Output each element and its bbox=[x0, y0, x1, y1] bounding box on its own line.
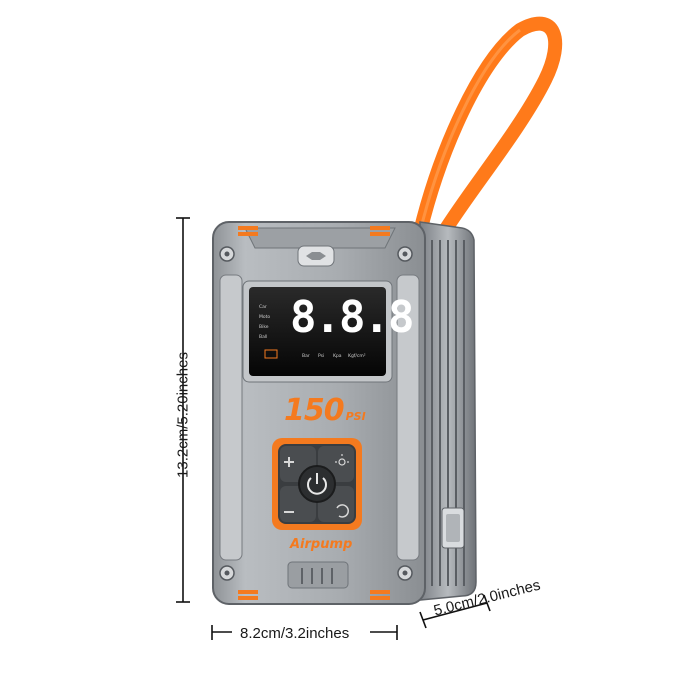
height-dimension-label: 13.2cm/5.20inches bbox=[174, 352, 192, 478]
lcd-screen bbox=[242, 280, 393, 383]
unit-label-kgf: Kgf/cm² bbox=[348, 354, 366, 359]
pressure-unit: PSI bbox=[345, 410, 366, 423]
unit-label-kpa: Kpa bbox=[333, 354, 342, 359]
cycle-icon bbox=[336, 504, 349, 518]
mode-label-bike: Bike bbox=[259, 325, 269, 330]
side-panel bbox=[419, 221, 477, 601]
brand-name: Airpump bbox=[290, 537, 353, 552]
mode-label-ball: Ball bbox=[259, 335, 268, 340]
pressure-value: 150 bbox=[284, 393, 345, 428]
depth-dimension-line bbox=[419, 594, 491, 629]
height-dimension-line bbox=[176, 217, 190, 603]
mode-label-moto: Moto bbox=[259, 315, 271, 320]
power-icon bbox=[307, 473, 327, 495]
width-dimension-line bbox=[211, 625, 398, 640]
width-dimension-label: 8.2cm/3.2inches bbox=[240, 625, 350, 642]
plus-icon bbox=[284, 457, 294, 467]
orange-strap bbox=[413, 16, 563, 239]
unit-label-bar: Bar bbox=[302, 354, 310, 359]
unit-label-psi: Psi bbox=[318, 354, 325, 359]
lcd-digits: 8.8.8 bbox=[290, 292, 414, 343]
light-icon bbox=[335, 454, 349, 466]
mode-label-car: Car bbox=[259, 305, 267, 310]
